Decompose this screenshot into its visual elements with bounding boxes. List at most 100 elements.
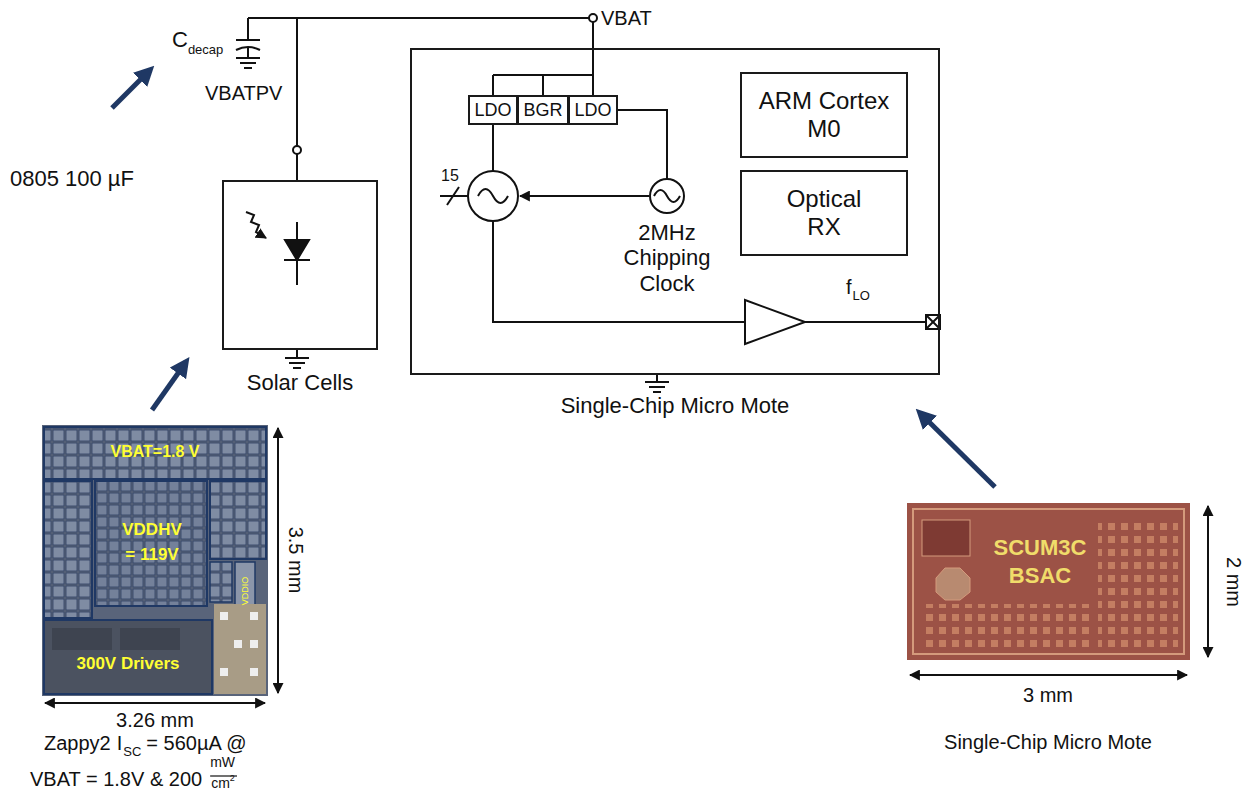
- fraction-numerator: mW: [210, 754, 235, 770]
- rf-chain-part: [926, 315, 940, 329]
- dimension-label: 3.5 mm: [284, 527, 307, 594]
- zappy2-die-photo-part: [44, 481, 92, 618]
- rf-chain-part: [805, 321, 926, 323]
- die-region-label: VBAT=1.8 V: [110, 443, 199, 461]
- chip-box: Single-Chip Micro MoteLDOBGRLDOARM Corte…: [410, 48, 940, 375]
- supply-wires-part: [248, 17, 589, 19]
- caption-superscript: 2: [230, 773, 235, 783]
- callout-arrows-part: [112, 70, 150, 108]
- ground-symbols-part: [653, 391, 661, 393]
- die-region-label: VDDIO: [240, 577, 250, 606]
- zappy2-die-photo-part: [250, 612, 258, 620]
- zappy2-die-photo-part: [44, 427, 266, 479]
- die-region-label: 300V Drivers: [76, 654, 179, 674]
- ground-symbols-part: [293, 367, 301, 369]
- dimension-arrows-part: [910, 674, 1187, 676]
- supply-wires-part: [236, 39, 260, 41]
- dimension-label: 3.26 mm: [116, 709, 194, 732]
- zappy2-die-photo-part: [250, 640, 258, 648]
- block-label: Solar Cells: [247, 370, 353, 395]
- caption-subscript: SC: [123, 745, 141, 760]
- rf-chain-part: [926, 315, 940, 329]
- callout-arrows-part: [920, 413, 995, 487]
- supply-wires-part: [589, 14, 597, 22]
- zappy2-die-photo-part: [44, 620, 212, 694]
- net-name: VBATPV: [205, 82, 282, 105]
- rf-chain-part: [493, 221, 745, 322]
- zappy2-die-photo-part: [120, 628, 180, 650]
- caption-text: = 560µA @: [146, 732, 246, 755]
- block-label: BGR: [523, 100, 562, 121]
- zappy2-die-photo-part: [220, 668, 228, 676]
- zappy2-die-photo-part: [210, 562, 232, 602]
- ground-symbols-part: [285, 357, 309, 359]
- signal-name: f: [846, 276, 852, 299]
- zappy2-die-photo-part: [250, 668, 258, 676]
- caption-text: VBAT = 1.8V & 200: [30, 768, 202, 791]
- zappy2-die-photo-part: [42, 425, 268, 696]
- supply-wires-part: [236, 57, 260, 59]
- supply-wires-part: [293, 146, 301, 154]
- die-marking: BSAC: [1009, 563, 1071, 588]
- scum-die-photo-part: [913, 509, 1184, 654]
- processor-box: ARM Cortex M0: [740, 72, 908, 158]
- callout-arrows: [112, 70, 995, 487]
- block-label: Optical RX: [774, 185, 874, 240]
- scum-die-photo-part: [1098, 518, 1178, 648]
- rf-chain-part: [468, 171, 518, 221]
- fraction-denominator: cm: [211, 775, 230, 791]
- zappy2-die-photo-part: [220, 612, 228, 620]
- supply-wires-part: [247, 47, 249, 58]
- ground-symbols-part: [649, 386, 665, 388]
- supply-wires: [236, 14, 597, 180]
- supply-wires-part: [247, 18, 249, 40]
- die-marking: SCUM3C: [994, 535, 1087, 560]
- supply-wires-part: [244, 67, 252, 69]
- block-label: 2MHz Chipping Clock: [610, 220, 724, 296]
- zappy2-die-photo-part: [214, 604, 266, 694]
- rf-chain-part: [447, 187, 459, 205]
- rf-chain-part: [926, 315, 940, 329]
- rf-chain-part: [745, 300, 805, 344]
- ground-symbols-part: [645, 381, 669, 383]
- zappy2-die-photo-part: [210, 481, 266, 559]
- scum-die-photo-part: [925, 604, 1090, 648]
- scum-die-photo-part: [936, 568, 970, 600]
- scum-die-photo-part: [907, 503, 1190, 660]
- supply-wires-part: [296, 154, 298, 180]
- component-label: C: [172, 27, 188, 52]
- bandgap-box: BGR: [517, 95, 569, 125]
- photodiode-symbol-part: [285, 240, 309, 260]
- sine-wave: [654, 190, 680, 202]
- net-name: VBAT: [601, 7, 652, 30]
- supply-wires-part: [542, 75, 544, 95]
- chip-caption: Single-Chip Micro Mote: [944, 731, 1152, 754]
- dimension-arrows: [45, 428, 1208, 703]
- bus-width: 15: [441, 167, 459, 185]
- block-label: LDO: [474, 100, 511, 121]
- zappy2-die-photo-part: [234, 640, 242, 648]
- die-region-label: = 119V: [125, 545, 178, 565]
- ldo-box: LDO: [468, 95, 518, 125]
- dimension-label: 2 mm: [1222, 557, 1245, 607]
- dimension-arrows-part: [45, 702, 265, 704]
- caption-text: I: [117, 732, 123, 755]
- component-subscript: decap: [188, 43, 223, 58]
- zappy2-die-photo-part: [52, 628, 112, 650]
- oscillator-outline: [649, 178, 685, 214]
- supply-wires-part: [492, 75, 494, 95]
- block-label: Single-Chip Micro Mote: [561, 393, 790, 418]
- scum-die-photo: [907, 503, 1190, 660]
- dimension-label: 3 mm: [1023, 684, 1073, 707]
- signal-subscript: LO: [853, 289, 870, 304]
- die-region-label: VDDHV: [122, 520, 182, 540]
- scum-die-photo-part: [922, 520, 970, 556]
- oscillator-symbol: 2MHz Chipping Clock: [649, 178, 685, 214]
- connector-line: [618, 110, 667, 178]
- photodiode-symbol-part: [296, 260, 298, 285]
- solar-cell-box: Solar Cells: [222, 180, 378, 350]
- ground-symbols-part: [656, 375, 658, 382]
- supply-wires-part: [592, 75, 594, 95]
- dimension-arrows-part: [277, 428, 279, 693]
